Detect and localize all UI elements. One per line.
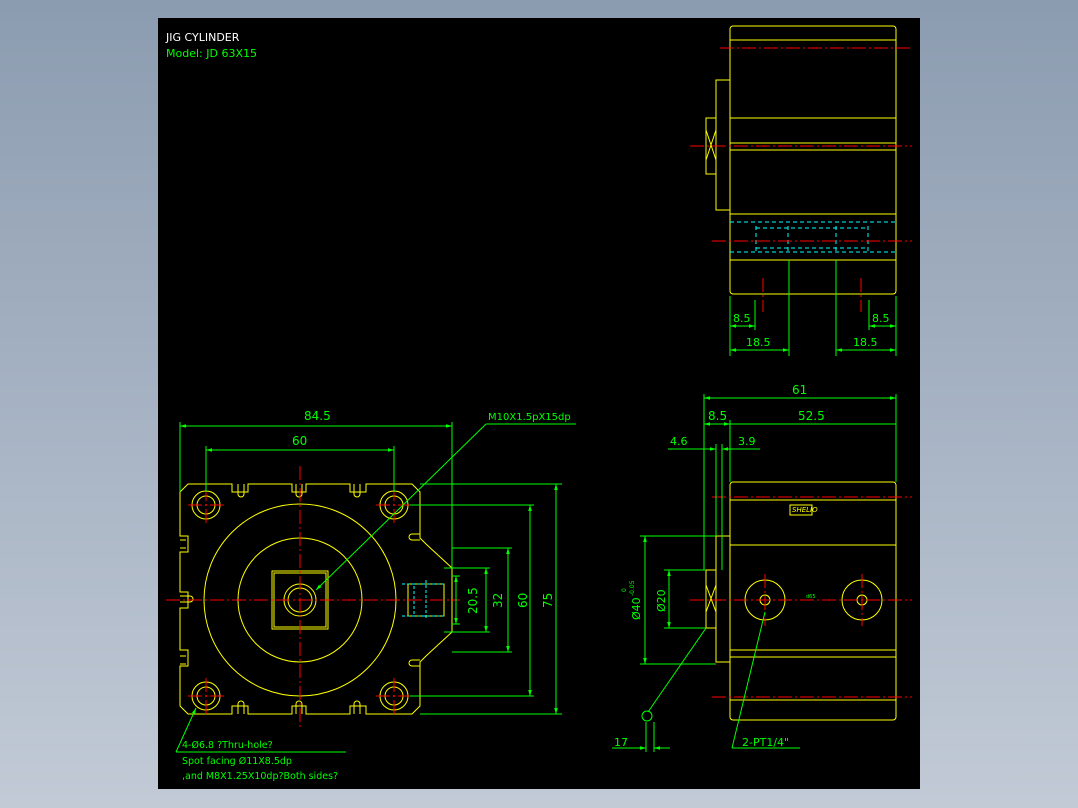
dim-tolerance-upper: 0 — [621, 588, 628, 592]
title-line-2: Model: JD 63X15 — [166, 47, 257, 60]
front-view-centerlines — [166, 466, 460, 728]
dim-top-right-small: 8.5 — [872, 312, 890, 325]
dim-cap-length: 8.5 — [708, 409, 727, 423]
dim-port-offset: 17 — [614, 736, 628, 749]
side-view-top — [705, 25, 897, 295]
dim-overall-length: 61 — [792, 383, 807, 397]
dim-body-length: 52.5 — [798, 409, 825, 423]
dim-height-overall: 75 — [541, 593, 555, 608]
dim-small-left: 4.6 — [670, 435, 688, 448]
dim-top-left-large: 18.5 — [746, 336, 771, 349]
dim-overall-width: 84.5 — [304, 409, 331, 423]
front-view — [179, 483, 453, 715]
dim-small-right: 3.9 — [738, 435, 756, 448]
dim-body-diameter: Ø40 — [630, 597, 643, 620]
note-line-2: Spot facing Ø11X8.5dp — [182, 756, 292, 767]
side-view-top-dims — [729, 260, 897, 356]
note-line-1: 4-Ø6.8 ?Thru-hole? — [182, 740, 273, 751]
rod-thread-label: M10X1.5pX15dp — [488, 412, 571, 423]
side-view-bottom-dims — [612, 394, 897, 752]
nameplate-text: SHELIO — [792, 506, 818, 514]
title-line-1: JIG CYLINDER — [165, 31, 240, 44]
dim-hole-pitch: 60 — [292, 434, 307, 448]
side-view-bottom-centerlines — [690, 496, 912, 698]
side-top-body — [729, 25, 897, 295]
port-label: 2-PT1/4" — [742, 736, 789, 749]
nameplate — [789, 504, 813, 516]
side-top-rod-cap — [715, 79, 731, 211]
side-view-bottom — [705, 481, 897, 721]
side-bottom-rod-cap — [715, 535, 731, 663]
dim-bore-b: 20.5 — [466, 587, 480, 614]
dim-top-left-small: 8.5 — [733, 312, 751, 325]
dim-top-right-large: 18.5 — [853, 336, 878, 349]
side-view-top-hidden — [730, 221, 896, 253]
dim-height-pitch: 60 — [516, 593, 530, 608]
side-view-top-centerlines — [690, 47, 912, 312]
dim-bore-a: 32 — [491, 593, 505, 608]
port-center-mark: d65 — [806, 594, 816, 600]
front-view-dims — [175, 422, 576, 753]
note-line-3: ,and M8X1.25X10dp?Both sides? — [182, 771, 338, 782]
front-body-outline — [179, 483, 453, 715]
dim-tolerance-lower: -0.05 — [629, 580, 636, 596]
side-bottom-body — [729, 481, 897, 721]
dim-rod-diameter: Ø20 — [655, 589, 668, 612]
